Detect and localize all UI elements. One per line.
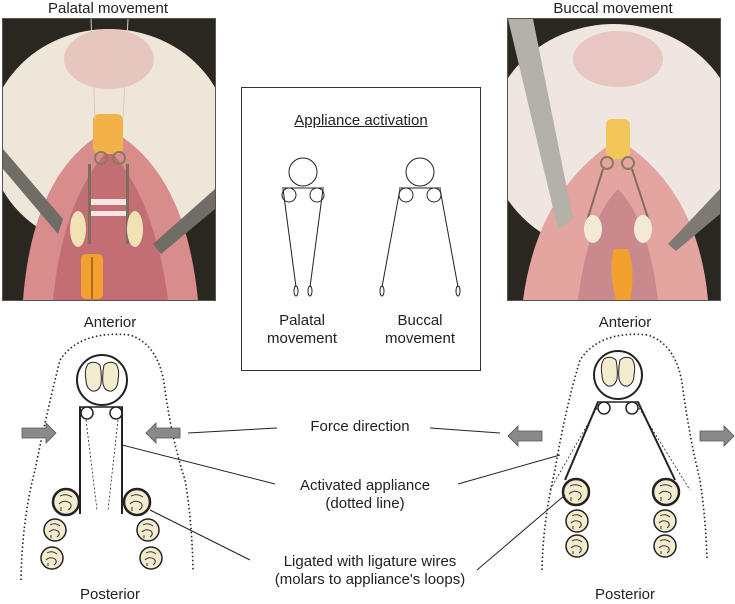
right-appliance bbox=[549, 401, 691, 491]
rat-mouth-palatal-image bbox=[3, 19, 215, 300]
palatal-label-line1: Palatal bbox=[279, 312, 325, 329]
activated-appliance-label-line2: (dotted line) bbox=[325, 495, 405, 512]
right-molars bbox=[561, 477, 681, 558]
activated-appliance-label-line1: Activated appliance bbox=[299, 477, 431, 494]
buccal-label-line1: Buccal bbox=[397, 312, 443, 329]
palatal-movement-photo bbox=[2, 18, 216, 301]
left-force-arrows bbox=[21, 422, 181, 444]
ligated-label-line2: (molars to appliance's loops) bbox=[274, 571, 466, 588]
left-palate-outline bbox=[20, 333, 194, 581]
buccal-label-line2: movement bbox=[384, 330, 456, 347]
ligated-label-line1: Ligated with ligature wires bbox=[283, 553, 457, 570]
force-direction-label: Force direction bbox=[310, 418, 410, 435]
right-force-arrows bbox=[507, 425, 735, 447]
right-incisor-ring bbox=[593, 350, 643, 400]
right-posterior-label: Posterior bbox=[594, 586, 656, 603]
left-anterior-label: Anterior bbox=[83, 314, 137, 331]
right-palate-outline bbox=[541, 333, 708, 571]
left-molars bbox=[40, 487, 163, 570]
palatal-label-line2: movement bbox=[266, 330, 338, 347]
rat-mouth-buccal-image bbox=[508, 19, 720, 300]
appliance-activation-title: Appliance activation bbox=[294, 112, 428, 129]
left-posterior-label: Posterior bbox=[79, 586, 141, 603]
left-incisor-ring bbox=[76, 354, 128, 406]
buccal-movement-photo bbox=[507, 18, 721, 301]
palatal-photo-title: Palatal movement bbox=[47, 0, 169, 17]
right-anterior-label: Anterior bbox=[598, 314, 652, 331]
buccal-photo-title: Buccal movement bbox=[553, 0, 673, 17]
left-appliance bbox=[79, 406, 123, 514]
